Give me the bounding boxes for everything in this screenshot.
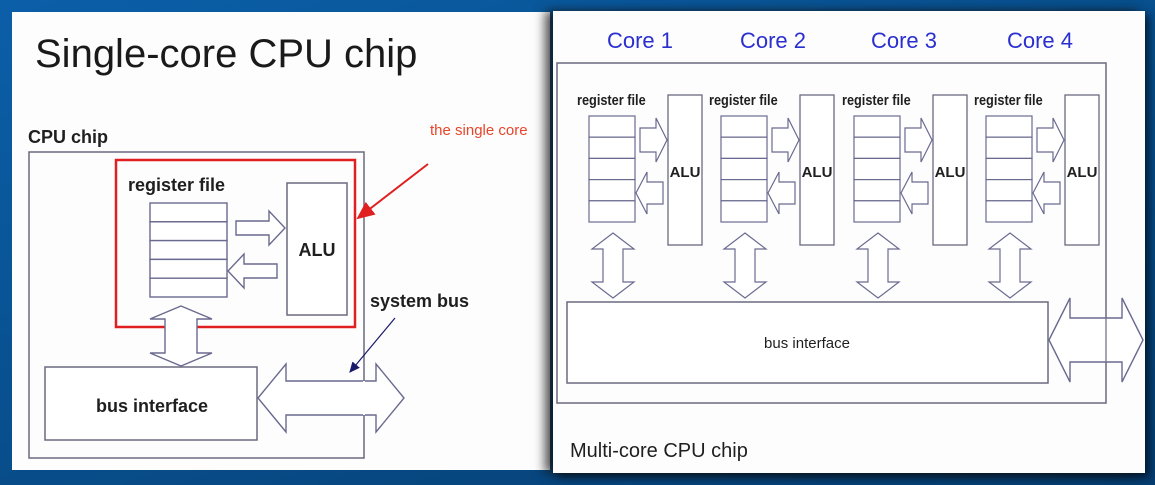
mc-bus-interface-box [566,301,1049,384]
register-row [985,200,1033,223]
cpu-chip-box [28,151,365,459]
core-register-file [985,115,1033,223]
arrow-from-alu [635,171,664,215]
arrow-to-alu [639,117,668,163]
register-row [720,179,768,202]
core-register-file-label: register file [577,91,646,108]
multi-core-caption: Multi-core CPU chip [570,440,748,462]
core-register-file [853,115,901,223]
arrow-from-alu [1032,171,1061,215]
core-label-3: Core 3 [871,28,937,53]
register-file-label: register file [128,175,225,195]
arrow-from-alu [900,171,929,215]
register-row [985,157,1033,181]
register-row [853,157,901,181]
single-core-title: Single-core CPU chip [35,32,417,76]
register-row [588,200,636,223]
bus-interface-box [44,366,258,441]
core-bus-arrow [855,232,901,299]
arrow-from-alu [227,252,278,290]
core-alu-label: ALU [802,164,833,181]
core-bus-arrow [722,232,768,299]
system-bus-arrow [257,362,405,434]
register-row [985,115,1033,138]
single-core-annotation: the single core [430,122,528,139]
register-row [853,200,901,223]
register-row [149,258,228,279]
register-row [985,136,1033,159]
register-row [588,157,636,181]
core-label-4: Core 4 [1007,28,1073,53]
register-row [720,157,768,181]
register-row [149,221,228,242]
arrow-from-alu [767,171,796,215]
core-alu-label: ALU [1067,164,1098,181]
register-file [149,202,228,298]
register-row [853,179,901,202]
core-alu-box [799,94,835,246]
cpu-chip-label: CPU chip [28,127,108,147]
bus-interface-label: bus interface [96,396,208,416]
core-label-1: Core 1 [607,28,673,53]
register-row [588,115,636,138]
core-alu-label: ALU [935,164,966,181]
register-row [149,202,228,223]
multi-core-panel [553,11,1145,473]
core-register-file-label: register file [974,91,1043,108]
system-bus-label: system bus [370,291,469,311]
core-alu-box [1064,94,1100,246]
core-register-file-label: register file [709,91,778,108]
core-register-file [588,115,636,223]
multi-core-chip-box [556,62,1107,404]
annotation-arrow [356,163,429,220]
register-row [853,115,901,138]
core-bus-arrow [987,232,1033,299]
register-row [149,277,228,298]
core-alu-label: ALU [670,164,701,181]
arrow-to-alu [771,117,800,163]
register-row [149,239,228,261]
arrow-to-alu [1036,117,1065,163]
core-bus-arrow [590,232,636,299]
core-label-2: Core 2 [740,28,806,53]
register-row [588,136,636,159]
system-bus-pointer [349,317,396,373]
mc-bus-interface-label: bus interface [764,335,850,352]
arrow-to-alu [235,209,286,247]
register-row [720,200,768,223]
mc-system-bus-arrow [1048,297,1144,383]
alu-box [286,182,348,316]
register-row [985,179,1033,202]
core-alu-box [667,94,703,246]
register-row [588,179,636,202]
alu-label: ALU [299,240,336,260]
core-register-file [720,115,768,223]
register-row [720,136,768,159]
arrow-to-alu [904,117,933,163]
single-core-highlight [114,158,357,329]
core-bus-arrow [149,305,213,367]
register-row [853,136,901,159]
core-alu-box [932,94,968,246]
register-row [720,115,768,138]
core-register-file-label: register file [842,91,911,108]
